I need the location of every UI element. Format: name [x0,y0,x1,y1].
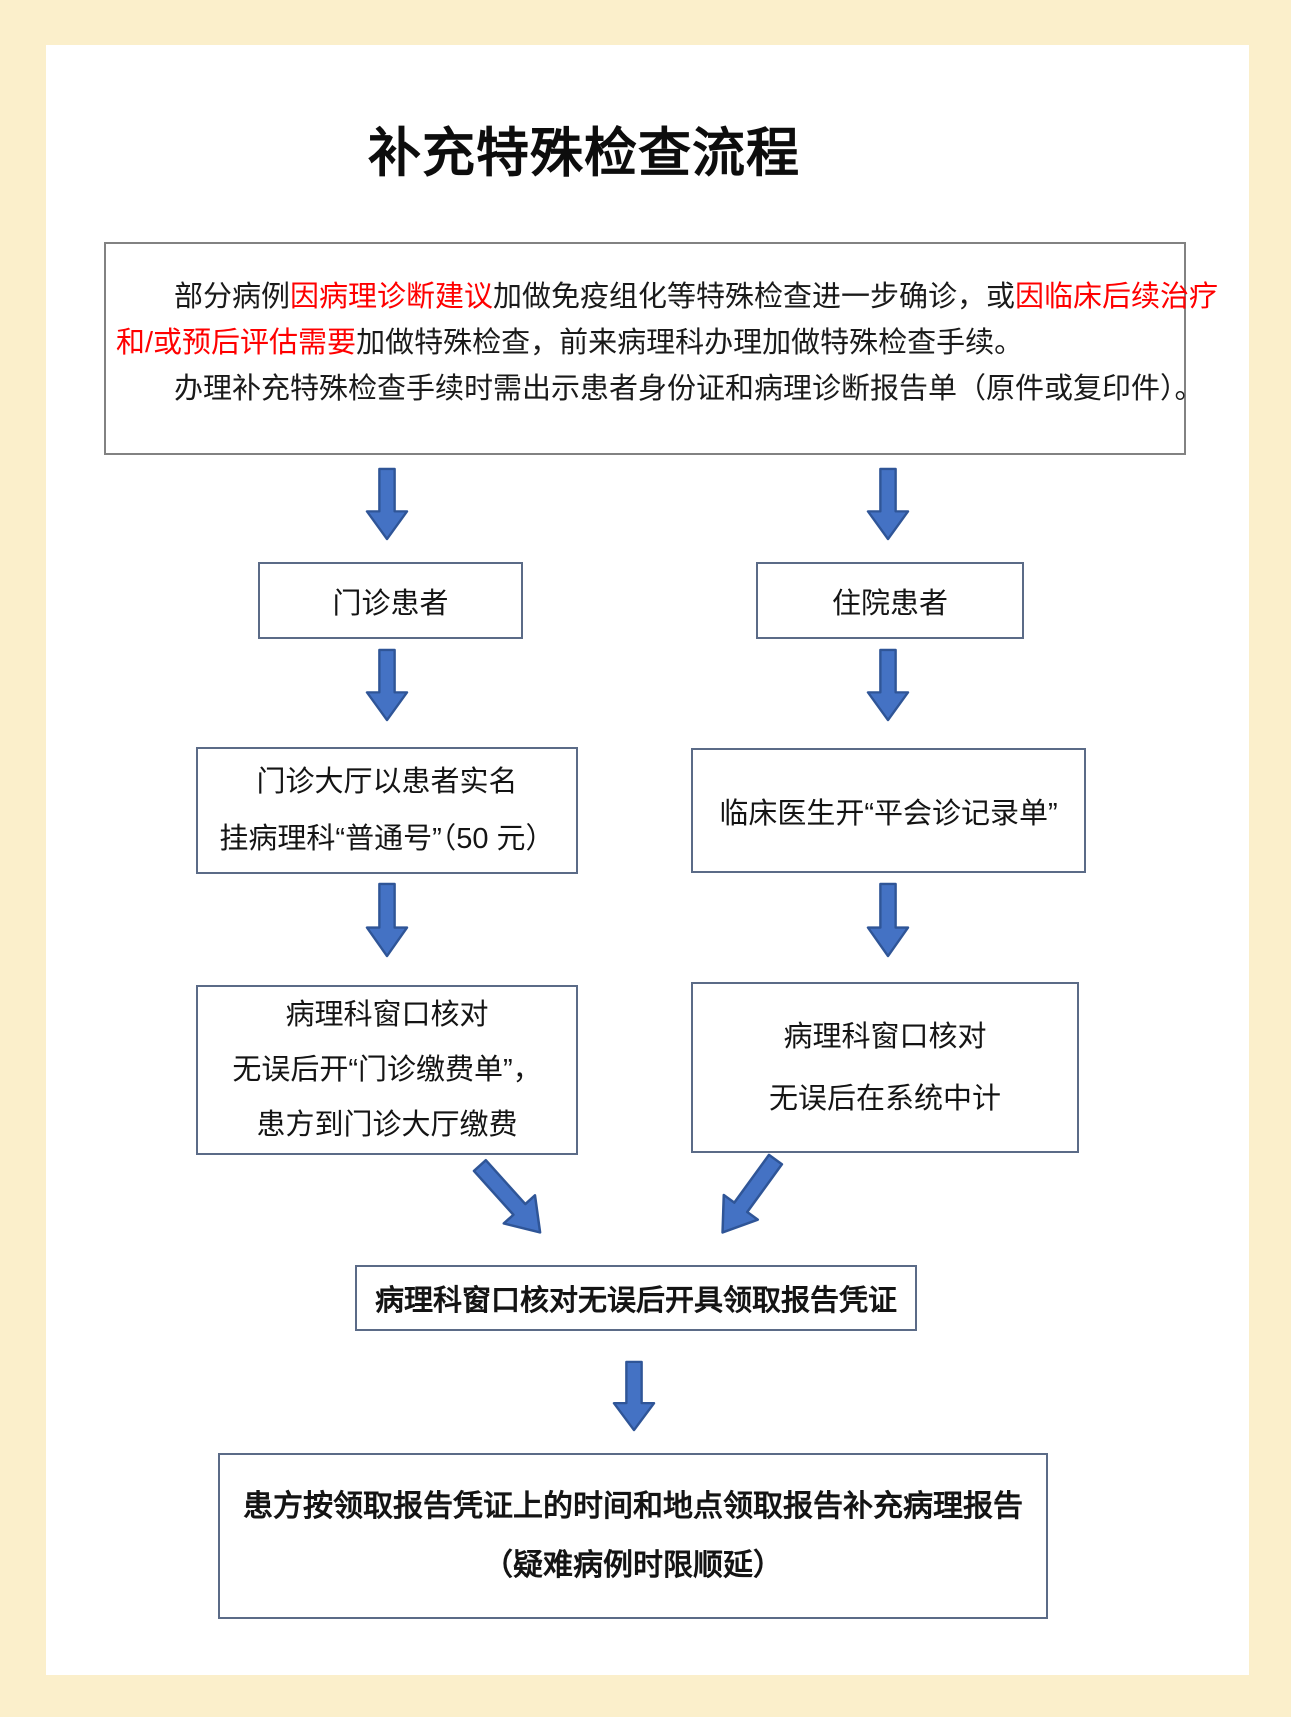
intro-text: 办理补充特殊检查手续时需出示患者身份证和病理诊断报告单（原件或复印件）。 [174,373,1204,405]
down-arrow-icon [866,467,910,541]
box-label-line: 患方到门诊大厅缴费 [256,1108,518,1141]
box-label-line: （疑难病例时限顺延） [483,1549,783,1582]
intro-line-3: 办理补充特殊检查手续时需出示患者身份证和病理诊断报告单（原件或复印件）。 [116,366,1204,412]
intro-text: 加做特殊检查，前来病理科办理加做特殊检查手续。 [356,327,1024,359]
box-label-line: 患方按领取报告凭证上的时间和地点领取报告补充病理报告 [243,1490,1023,1523]
flow-box-window-check-pay: 病理科窗口核对 无误后开“门诊缴费单”， 患方到门诊大厅缴费 [196,985,578,1155]
intro-line-1: 部分病例因病理诊断建议加做免疫组化等特殊检查进一步确诊，或因临床后续治疗 [116,274,1218,320]
down-arrow-icon [365,882,409,958]
page: 补充特殊检查流程 部分病例因病理诊断建议加做免疫组化等特殊检查进一步确诊，或因临… [46,45,1249,1675]
down-arrow-icon [365,648,409,722]
down-left-arrow-icon [721,1153,784,1234]
box-label: 临床医生开“平会诊记录单” [719,797,1058,830]
intro-text-red: 和/或预后评估需要 [116,327,357,359]
page-title: 补充特殊检查流程 [368,124,800,183]
box-label-line: 病理科窗口核对 [285,998,489,1031]
intro-line-2: 和/或预后评估需要加做特殊检查，前来病理科办理加做特殊检查手续。 [116,320,1174,366]
box-label-line: 挂病理科“普通号”（50 元） [219,822,555,855]
down-arrow-icon [612,1360,656,1432]
box-label-line: 无误后在系统中计 [768,1082,1001,1115]
flow-box-issue-voucher: 病理科窗口核对无误后开具领取报告凭证 [355,1265,917,1331]
flow-box-inpatient: 住院患者 [756,562,1024,639]
intro-text-red: 因临床后续治疗 [1015,281,1219,313]
intro-text: 部分病例 [174,281,291,313]
flow-box-receive-report: 患方按领取报告凭证上的时间和地点领取报告补充病理报告 （疑难病例时限顺延） [218,1453,1048,1619]
box-label-line: 门诊大厅以患者实名 [256,765,518,798]
flow-box-inpatient-consult-order: 临床医生开“平会诊记录单” [691,748,1086,873]
intro-text-red: 因病理诊断建议 [290,281,494,313]
intro-box: 部分病例因病理诊断建议加做免疫组化等特殊检查进一步确诊，或因临床后续治疗 和/或… [104,242,1218,455]
down-arrow-icon [866,882,910,958]
box-label-line: 病理科窗口核对 [783,1020,987,1053]
intro-text: 加做免疫组化等特殊检查进一步确诊，或 [493,281,1016,313]
flow-box-outpatient: 门诊患者 [258,562,523,639]
box-label: 病理科窗口核对无误后开具领取报告凭证 [374,1285,897,1317]
down-arrow-icon [365,467,409,541]
box-label: 门诊患者 [332,587,449,620]
down-arrow-icon [866,648,910,722]
box-label-line: 无误后开“门诊缴费单”， [232,1053,542,1086]
flow-box-window-check-system: 病理科窗口核对 无误后在系统中计 [691,982,1079,1153]
box-label: 住院患者 [831,587,948,620]
down-right-arrow-icon [472,1158,542,1234]
flow-box-outpatient-register: 门诊大厅以患者实名 挂病理科“普通号”（50 元） [196,747,578,874]
